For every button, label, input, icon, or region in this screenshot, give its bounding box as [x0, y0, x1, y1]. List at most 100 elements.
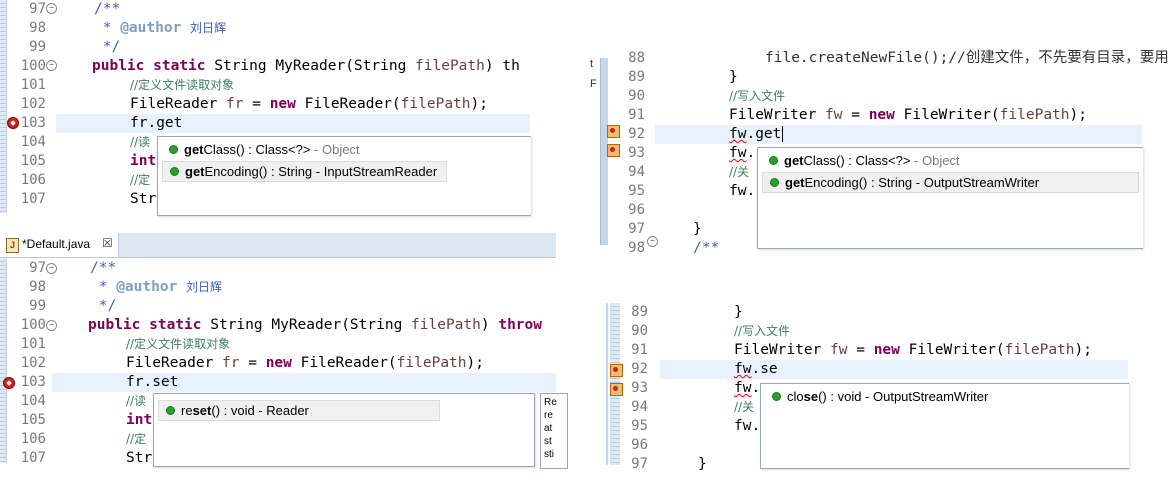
tab-label: *Default.java — [22, 237, 91, 251]
editor-tab-bar: J *Default.java ☒ — [0, 233, 556, 258]
code-comment: //定义文件读取对象 — [126, 337, 231, 351]
left-ruler — [0, 258, 7, 463]
fold-collapse-icon[interactable]: − — [46, 320, 57, 331]
code-line: * @author 刘日辉 — [94, 20, 227, 36]
public-method-icon — [169, 145, 178, 154]
line-number: 104 — [20, 134, 46, 150]
error-marker-icon[interactable] — [607, 144, 620, 157]
code-line-current: fr.get — [130, 115, 183, 131]
code-line-current: fr.set — [126, 374, 179, 390]
line-number-gutter: 89 90 91 92 93 94 95 96 97 — [622, 303, 648, 472]
line-number: 103 — [20, 374, 46, 390]
public-method-icon — [770, 178, 779, 187]
code-line: Str — [126, 450, 153, 466]
code-comment: //关 — [729, 165, 750, 179]
close-icon[interactable]: ☒ — [102, 236, 113, 250]
fold-collapse-icon[interactable]: − — [46, 60, 57, 71]
line-number: 98 — [628, 240, 645, 256]
error-marker-icon[interactable] — [3, 377, 15, 389]
line-number: 93 — [631, 380, 648, 396]
tab-default-java[interactable]: J *Default.java ☒ — [0, 233, 119, 257]
line-number: 96 — [628, 202, 645, 218]
line-number: 91 — [628, 107, 645, 123]
code-line: */ — [94, 39, 121, 55]
code-line: FileReader fr = new FileReader(filePath)… — [130, 96, 488, 112]
line-number: 96 — [631, 437, 648, 453]
code-line: public static String MyReader(String fil… — [92, 58, 520, 74]
line-number: 106 — [20, 431, 46, 447]
line-number: 89 — [628, 69, 645, 85]
line-number: 102 — [20, 355, 46, 371]
error-marker-icon[interactable] — [7, 117, 19, 129]
error-marker-icon[interactable] — [610, 383, 623, 396]
line-number: 97 — [29, 1, 46, 17]
fold-collapse-icon[interactable]: − — [46, 263, 57, 274]
code-line: FileWriter fw = new FileWriter(filePath)… — [734, 342, 1092, 358]
line-number: 107 — [20, 191, 46, 207]
line-number: 91 — [631, 342, 648, 358]
line-number: 102 — [20, 96, 46, 112]
code-line: fw. — [729, 183, 756, 199]
public-method-icon — [769, 156, 778, 165]
code-area[interactable]: /** * @author 刘日辉 */ public static Strin… — [56, 258, 556, 466]
line-number: 103 — [20, 115, 46, 131]
line-number: 98 — [29, 20, 46, 36]
content-assist-popup[interactable]: reset() : void - Reader — [153, 393, 535, 467]
line-number: 89 — [631, 304, 648, 320]
code-line: */ — [90, 298, 117, 314]
line-number: 100 — [20, 58, 46, 74]
fold-collapse-icon[interactable]: − — [46, 3, 57, 14]
line-number: 92 — [631, 361, 648, 377]
completion-item[interactable]: getClass() : Class<?> - Object — [762, 151, 1139, 170]
line-number: 88 — [628, 50, 645, 66]
line-number: 97 — [631, 456, 648, 472]
fold-collapse-icon[interactable]: − — [647, 236, 658, 247]
line-number: 99 — [29, 298, 46, 314]
line-number: 93 — [628, 145, 645, 161]
editor-panel-bottom-right: 89 90 91 92 93 94 95 96 97 } //写入文件 File… — [598, 303, 1129, 472]
line-number: 100 — [20, 317, 46, 333]
code-line: fw. — [729, 145, 756, 161]
line-number: 101 — [20, 77, 46, 93]
code-line: FileWriter fw = new FileWriter(filePath)… — [729, 107, 1087, 123]
javadoc-hover-panel[interactable]: Re re at st sti — [540, 393, 568, 469]
code-line-current: fw.se — [734, 361, 778, 377]
code-line: } — [734, 304, 743, 320]
editor-panel-top-left: 97 98 99 100 101 102 103 104 105 106 107… — [0, 0, 531, 216]
code-area[interactable]: /** * @author 刘日辉 */ public static Strin… — [56, 0, 530, 213]
error-marker-icon[interactable] — [607, 125, 620, 138]
error-marker-icon[interactable] — [610, 364, 623, 377]
code-area[interactable]: file.createNewFile();//创建文件，不先要有目录，要用 } … — [655, 49, 1169, 256]
left-ruler — [0, 0, 7, 213]
code-line: int — [126, 412, 153, 428]
current-line-highlight — [52, 373, 556, 392]
code-comment: //写入文件 — [734, 324, 791, 338]
line-number: 107 — [20, 450, 46, 466]
code-comment: //定义文件读取对象 — [130, 78, 235, 92]
completion-item-selected[interactable]: getEncoding() : String - InputStreamRead… — [162, 161, 447, 182]
line-number: 97 — [628, 221, 645, 237]
public-method-icon — [166, 406, 175, 415]
code-comment: //读 — [130, 135, 151, 149]
content-assist-popup[interactable]: getClass() : Class<?> - Object getEncodi… — [157, 136, 531, 216]
code-comment: //定 — [126, 432, 147, 446]
edge-fragment: t — [590, 58, 594, 70]
code-line: int — [130, 153, 157, 169]
line-number-gutter: 97 98 99 100 101 102 103 104 105 106 107 — [8, 258, 46, 466]
javadoc-tag: @author — [120, 20, 182, 36]
line-number-gutter: 88 89 90 91 92 93 94 95 96 97 98 — [609, 49, 645, 256]
code-line-current: fw.get — [729, 126, 784, 142]
content-assist-popup[interactable]: close() : void - OutputStreamWriter — [760, 383, 1129, 469]
completion-item-selected[interactable]: reset() : void - Reader — [158, 400, 440, 421]
completion-item-selected[interactable]: close() : void - OutputStreamWriter — [765, 387, 1125, 406]
code-comment: //关 — [734, 400, 755, 414]
divider — [606, 303, 608, 465]
line-number: 105 — [20, 412, 46, 428]
content-assist-popup[interactable]: getClass() : Class<?> - Object getEncodi… — [757, 147, 1143, 249]
line-number: 98 — [29, 279, 46, 295]
code-area[interactable]: } //写入文件 FileWriter fw = new FileWriter(… — [660, 303, 1128, 472]
code-comment: //定 — [130, 173, 151, 187]
completion-item-selected[interactable]: getEncoding() : String - OutputStreamWri… — [762, 172, 1139, 193]
line-number: 105 — [20, 153, 46, 169]
completion-item[interactable]: getClass() : Class<?> - Object — [162, 140, 527, 159]
